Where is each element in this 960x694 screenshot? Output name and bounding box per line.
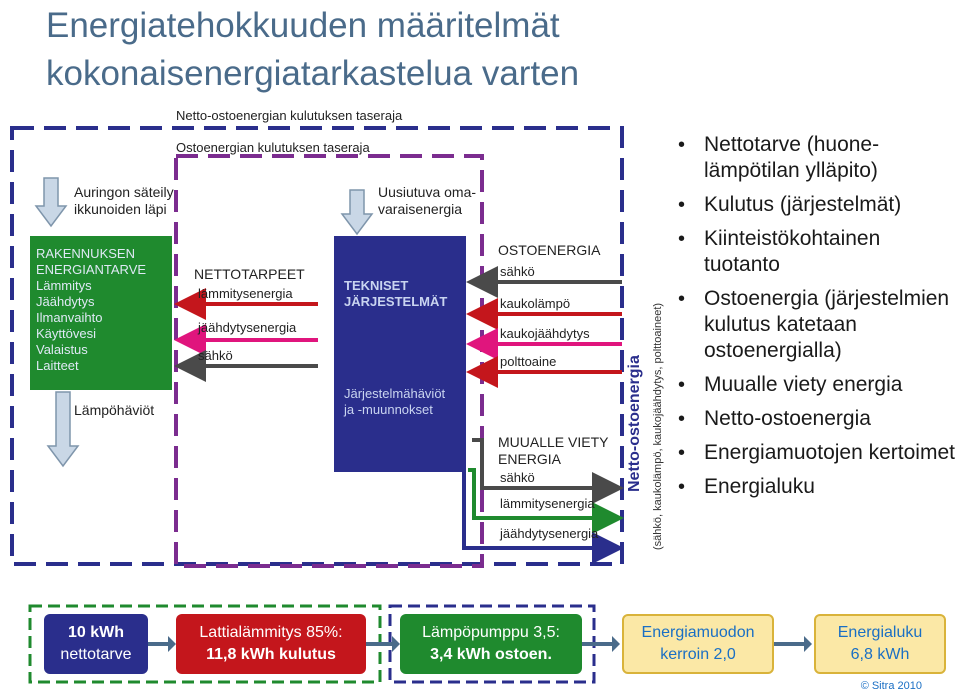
exported-electricity-label: sähkö bbox=[500, 470, 535, 485]
building-line: RAKENNUKSEN bbox=[36, 246, 135, 261]
renewable-arrow bbox=[340, 189, 374, 236]
heat-loss-label: Lämpöhäviöt bbox=[74, 402, 155, 418]
net-need-electricity-label: sähkö bbox=[198, 348, 233, 363]
title-line-1: Energiatehokkuuden määritelmät bbox=[46, 6, 560, 45]
bullet-item: Netto-ostoenergia bbox=[672, 406, 960, 432]
bullet-item: Energialuku bbox=[672, 474, 960, 500]
purchased-district-cooling-label: kaukojäähdytys bbox=[500, 326, 590, 341]
technical-systems-box: TEKNISET JÄRJESTELMÄT Järjestelmähäviöt … bbox=[334, 236, 466, 472]
chain-arrow bbox=[148, 636, 176, 652]
bullet-item: Kulutus (järjestelmät) bbox=[672, 192, 960, 218]
copyright-footer: © Sitra 2010 bbox=[860, 680, 922, 692]
building-line: Käyttövesi bbox=[36, 326, 96, 341]
building-line: Ilmanvaihto bbox=[36, 310, 103, 325]
chain-arrow bbox=[366, 636, 400, 652]
solar-input-label: Auringon säteily ikkunoiden läpi bbox=[74, 184, 174, 217]
building-line: Laitteet bbox=[36, 358, 79, 373]
solar-arrow bbox=[34, 177, 68, 228]
purchased-fuel-label: polttoaine bbox=[500, 354, 557, 369]
net-need-heating-label: lämmitysenergia bbox=[198, 286, 293, 301]
building-energy-need-box: RAKENNUKSEN ENERGIANTARVE Lämmitys Jäähd… bbox=[30, 236, 172, 390]
bullet-item: Muualle viety energia bbox=[672, 372, 960, 398]
building-line: Lämmitys bbox=[36, 278, 92, 293]
net-purchased-vertical-label: Netto-ostoenergia bbox=[626, 355, 643, 492]
systems-title: TEKNISET JÄRJESTELMÄT bbox=[344, 278, 448, 309]
net-need-cooling-label: jäähdytysenergia bbox=[198, 320, 297, 335]
net-purchased-boundary-label: Netto-ostoenergian kulutuksen taseraja bbox=[176, 108, 403, 123]
calc-floor-heating-box: Lattialämmitys 85%: 11,8 kWh kulutus bbox=[176, 614, 366, 674]
building-line: ENERGIANTARVE bbox=[36, 262, 147, 277]
building-line: Valaistus bbox=[36, 342, 88, 357]
calc-heat-pump-box: Lämpöpumppu 3,5: 3,4 kWh ostoen. bbox=[400, 614, 582, 674]
purchased-energy-title: OSTOENERGIA bbox=[498, 242, 601, 258]
heat-loss-arrow bbox=[46, 391, 80, 468]
calc-energy-factor-box: Energiamuodon kerroin 2,0 bbox=[622, 614, 774, 674]
energy-flow-diagram bbox=[10, 126, 624, 568]
purchased-electricity-label: sähkö bbox=[500, 264, 535, 279]
exported-energy-title: MUUALLE VIETY ENERGIA bbox=[498, 434, 609, 467]
renewable-input-label: Uusiutuva oma- varaisenergia bbox=[378, 184, 477, 217]
calculation-chain-connectors bbox=[28, 604, 812, 684]
bullet-item: Kiinteistökohtainen tuotanto bbox=[672, 226, 960, 278]
chain-arrow bbox=[582, 636, 620, 652]
exported-cooling-arrow bbox=[462, 472, 624, 564]
calc-net-need-box: 10 kWh nettotarve bbox=[44, 614, 148, 674]
net-purchased-vertical-sub: (sähkö, kaukolämpö, kaukojäähdytys, polt… bbox=[652, 302, 664, 550]
calc-energy-rating-box: Energialuku 6,8 kWh bbox=[814, 614, 946, 674]
systems-losses: Järjestelmähäviöt ja -muunnokset bbox=[344, 386, 446, 417]
page-title: Energiatehokkuuden määritelmät kokonaise… bbox=[46, 2, 686, 98]
exported-heating-label: lämmitysenergia bbox=[500, 496, 595, 511]
definition-list: Nettotarve (huone-lämpötilan ylläpito) K… bbox=[672, 132, 960, 508]
chain-arrow bbox=[774, 636, 812, 652]
purchased-boundary-label: Ostoenergian kulutuksen taseraja bbox=[176, 140, 370, 155]
purchased-district-heat-label: kaukolämpö bbox=[500, 296, 571, 311]
title-line-2: kokonaisenergiatarkastelua varten bbox=[46, 54, 580, 93]
exported-cooling-label: jäähdytysenergia bbox=[500, 526, 599, 541]
exported-electricity-arrow bbox=[472, 438, 624, 504]
bullet-item: Nettotarve (huone-lämpötilan ylläpito) bbox=[672, 132, 960, 184]
building-line: Jäähdytys bbox=[36, 294, 95, 309]
net-needs-title: NETTOTARPEET bbox=[194, 266, 305, 282]
bullet-item: Energiamuotojen kertoimet bbox=[672, 440, 960, 466]
exported-heating-arrow bbox=[468, 468, 624, 534]
bullet-item: Ostoenergia (järjestelmien kulutus katet… bbox=[672, 286, 960, 364]
